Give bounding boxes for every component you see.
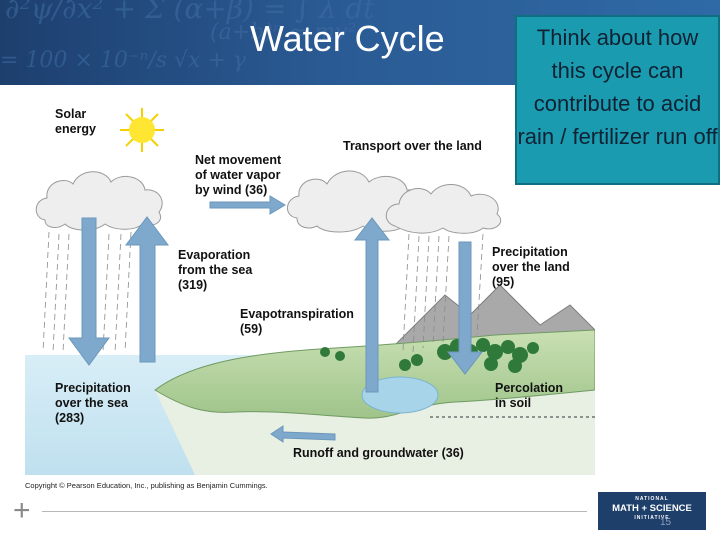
- evapotranspiration-arrow: [353, 217, 391, 393]
- cloud-icon: [385, 184, 502, 234]
- header-decoration: (a+b)ⁿ ≈ mv²: [210, 20, 357, 45]
- precipitation-sea-arrow: [68, 217, 110, 366]
- header-decoration: = 100 × 10⁻ⁿ/s √x + γ: [0, 48, 247, 73]
- transport-label: Transport over the land: [343, 139, 482, 153]
- solar-energy-label: Solar energy: [55, 107, 96, 136]
- copyright-text: Copyright © Pearson Education, Inc., pub…: [25, 481, 268, 490]
- vapor-transport-arrow: [209, 195, 286, 215]
- net-movement-label: Net movement of water vapor by wind (36): [195, 153, 285, 197]
- precipitation-land-label: Precipitation over the land (95): [492, 245, 573, 289]
- percolation-label: Percolation in soil: [495, 381, 567, 410]
- rain-streaks: [42, 231, 484, 353]
- header-decoration: ∂²ψ/∂x² + Σ (α+β) = ∫ λ dt: [5, 0, 375, 25]
- water-cycle-diagram: Solar energy Net movement of water vapor…: [25, 107, 595, 475]
- plus-icon: +: [13, 494, 31, 527]
- evaporation-label: Evaporation from the sea (319): [178, 248, 256, 292]
- runoff-arrow: [270, 425, 336, 443]
- callout-box: Think about how this cycle can contribut…: [515, 15, 720, 185]
- precipitation-sea-label: Precipitation over the sea (283): [55, 381, 134, 425]
- evapotranspiration-label: Evapotranspiration (59): [240, 307, 357, 336]
- runoff-label: Runoff and groundwater (36): [293, 446, 464, 460]
- page-number: 15: [660, 517, 672, 528]
- footer-divider: [42, 511, 587, 512]
- slide-title: Water Cycle: [250, 18, 445, 59]
- lake: [361, 376, 439, 414]
- precipitation-land-arrow: [446, 241, 484, 375]
- sun-icon: [120, 108, 164, 152]
- nmsi-logo: NATIONAL MATH + SCIENCE INITIATIVE: [598, 492, 706, 530]
- evaporation-arrow: [125, 216, 169, 363]
